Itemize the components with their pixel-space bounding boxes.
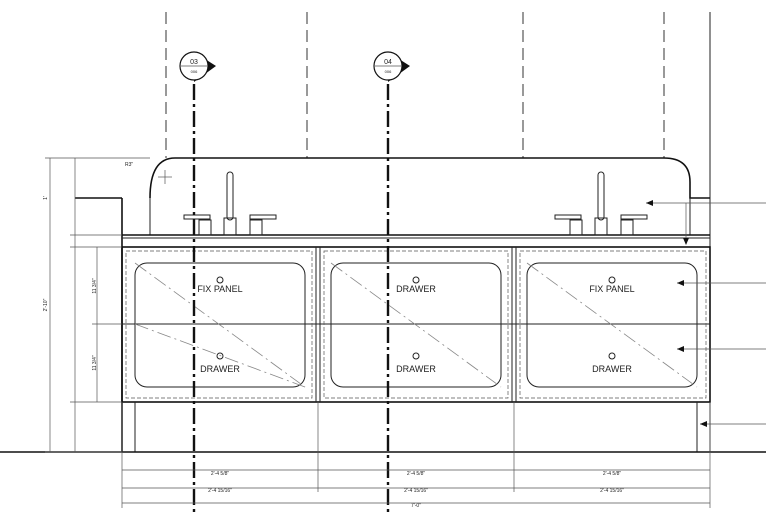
cabinet-legs [0, 402, 766, 453]
cabinet-body [121, 246, 711, 403]
label-left-lower: DRAWER [200, 364, 240, 374]
section-sheet: 006 [385, 69, 392, 74]
section-sheet: 006 [191, 69, 198, 74]
panel-height-dim-upper: 11 3/4" [92, 278, 98, 294]
total-height-dim: 2'-10" [43, 298, 49, 311]
label-left-upper: FIX PANEL [197, 284, 242, 294]
overall-width-dim: 7'-0" [411, 503, 421, 509]
left-faucet-icon [183, 171, 277, 236]
bay-width-outer-dim: 2'-4 15/16" [600, 488, 624, 494]
bay-width-dim: 2'-4 5/8" [407, 471, 426, 477]
section-marker-03: 03 006 [179, 51, 216, 82]
label-right-upper: FIX PANEL [589, 284, 634, 294]
bay-width-outer-dim: 2'-4 15/16" [208, 488, 232, 494]
drawer-labels: FIX PANEL DRAWER DRAWER DRAWER FIX PANEL… [197, 284, 634, 374]
section-number: 04 [384, 59, 392, 66]
horizontal-dimensions: 2'-4 5/8" 2'-4 5/8" 2'-4 5/8" 2'-4 15/16… [121, 402, 711, 509]
bay-width-dim: 2'-4 5/8" [603, 471, 622, 477]
section-marker-04: 04 006 [373, 51, 410, 82]
radius-label: R3" [125, 162, 133, 168]
bay-width-outer-dim: 2'-4 15/16" [404, 488, 428, 494]
upper-dashed-lines [165, 12, 711, 452]
section-cut-lines [192, 84, 390, 515]
label-center-lower: DRAWER [396, 364, 436, 374]
panel-height-dim-lower: 11 3/4" [92, 355, 98, 371]
backsplash: R3" [75, 157, 710, 452]
vertical-dimensions: 2'-10" 1' 11 3/4" 11 3/4" [43, 157, 150, 453]
section-number: 03 [190, 59, 198, 66]
splash-height-dim: 1' [43, 196, 49, 200]
leader-arrows [646, 200, 766, 427]
label-center-upper: DRAWER [396, 284, 436, 294]
bay-width-dim: 2'-4 5/8" [211, 471, 230, 477]
label-right-lower: DRAWER [592, 364, 632, 374]
right-faucet-icon [554, 171, 648, 236]
